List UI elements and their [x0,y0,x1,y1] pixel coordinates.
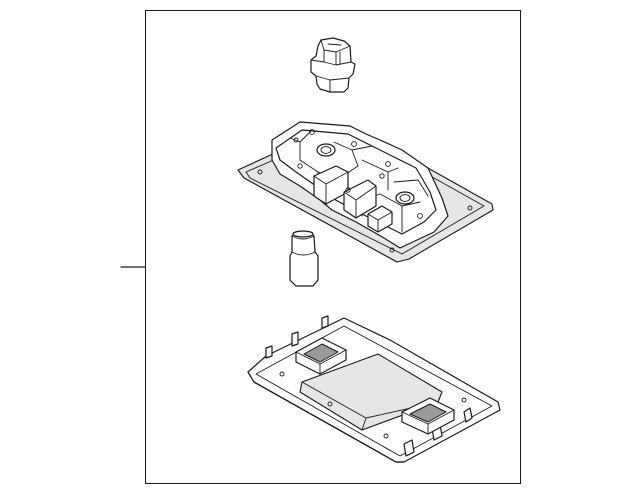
lamp-housing [237,121,494,263]
socket-connector [310,37,356,93]
bulb [289,230,319,287]
lens-cover [247,315,501,463]
